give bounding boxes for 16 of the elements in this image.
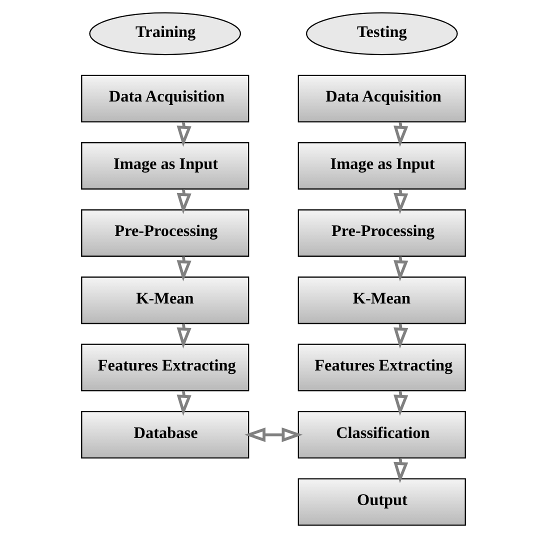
node-box: Output (298, 478, 466, 526)
node-box: Data Acquisition (81, 74, 250, 122)
node-box: K-Mean (81, 276, 250, 324)
node-box: K-Mean (298, 276, 466, 324)
node-ellipse: Testing (306, 12, 458, 56)
node-box: Image as Input (298, 142, 466, 190)
node-ellipse: Training (89, 12, 242, 56)
node-box: Classification (298, 411, 466, 459)
node-box: Features Extracting (298, 344, 466, 392)
node-box: Data Acquisition (298, 74, 466, 122)
arrow (244, 427, 303, 442)
node-box: Image as Input (81, 142, 250, 190)
node-box: Pre-Processing (81, 209, 250, 257)
node-box: Database (81, 411, 250, 459)
node-box: Features Extracting (81, 344, 250, 392)
node-box: Pre-Processing (298, 209, 466, 257)
